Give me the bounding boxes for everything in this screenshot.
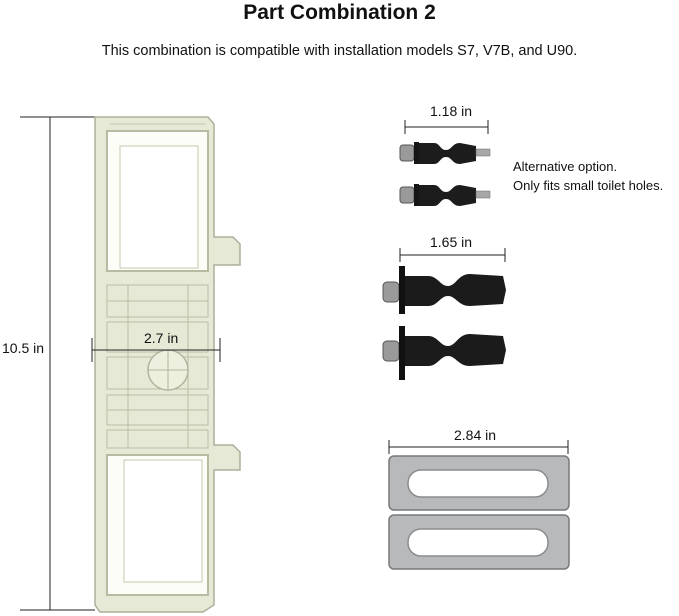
note-line-2: Only fits small toilet holes. (513, 178, 664, 193)
width-dimension-line (91, 338, 221, 362)
small-rubber-bolt-1 (399, 142, 491, 164)
alternative-note: Alternative option. Only fits small toil… (513, 157, 663, 195)
metal-plate-2 (388, 514, 570, 570)
plate-dimension-line (388, 440, 569, 454)
large-bolt-dimension-line (399, 248, 506, 262)
height-label: 10.5 in (2, 340, 45, 356)
note-line-1: Alternative option. (513, 159, 618, 174)
small-rubber-bolt-2 (399, 184, 491, 206)
page-title: Part Combination 2 (243, 1, 436, 24)
plate-label: 2.84 in (454, 427, 497, 443)
small-bolt-dimension-line (404, 120, 489, 134)
mounting-bracket (94, 116, 241, 613)
large-rubber-bolt-1 (382, 266, 506, 314)
large-rubber-bolt-2 (382, 326, 506, 380)
height-dimension-line (20, 116, 95, 611)
width-label: 2.7 in (144, 330, 179, 346)
compatibility-text: This combination is compatible with inst… (101, 43, 578, 59)
metal-plate-1 (388, 455, 570, 511)
small-bolt-label: 1.18 in (430, 103, 473, 119)
large-bolt-label: 1.65 in (430, 234, 473, 250)
